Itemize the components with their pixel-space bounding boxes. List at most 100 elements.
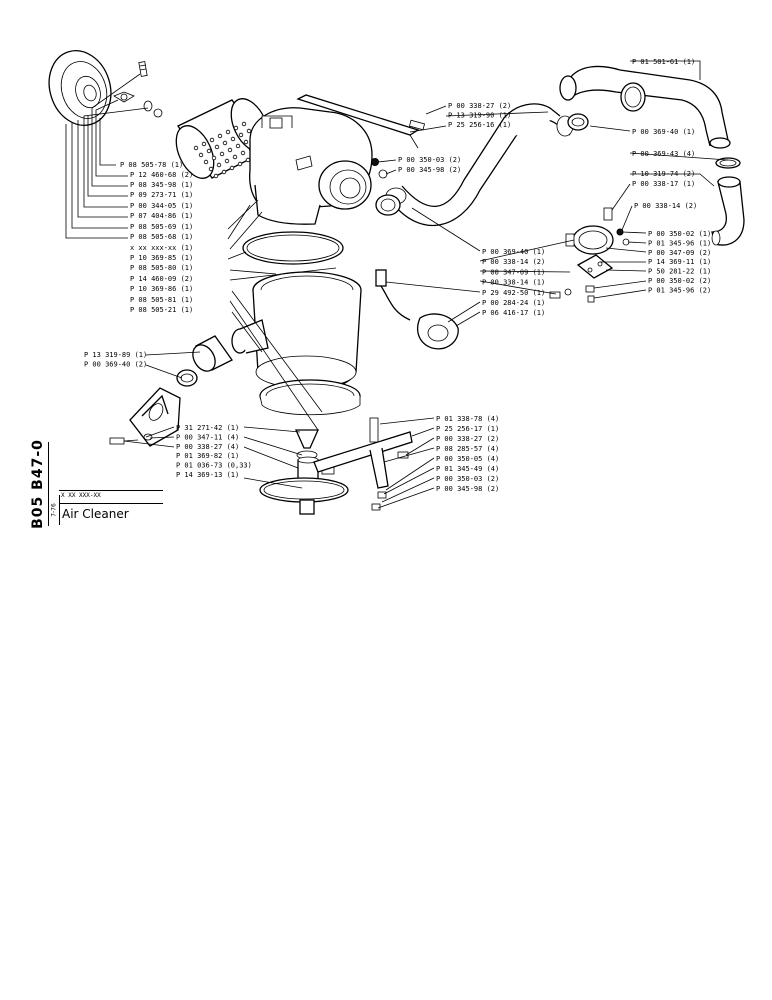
perforation-hole [237, 161, 243, 167]
perforation-hole [221, 169, 227, 175]
callout-label: P 08 505-81 (1) [130, 296, 193, 304]
callout-label: P 00 347-09 (1) [482, 268, 545, 276]
callout-label: P 00 338-14 (2) [482, 258, 545, 266]
callout-label: P 13 319-89 (1) [84, 351, 147, 359]
title-block-rule [59, 503, 163, 504]
leader-line [383, 447, 435, 463]
callout-label: P 00 369-40 (1) [482, 248, 545, 256]
perforation-hole [213, 173, 219, 179]
leader-line [229, 300, 319, 431]
hose-clamp-center [375, 194, 401, 216]
leader-line [447, 301, 481, 323]
callout-label: P 08 345-98 (1) [130, 181, 193, 189]
leader-line [229, 211, 263, 250]
callout-label: P 06 416-17 (1) [482, 309, 545, 317]
wing-nut [113, 91, 135, 103]
callout-label: P 00 344-05 (1) [130, 202, 193, 210]
callout-label: P 10 319-74 (2) [632, 170, 695, 178]
callout-label: P 00 284-24 (1) [482, 299, 545, 307]
callouts-top-center: P 00 338-27 (2)P 13 319-90 (1)P 25 256-1… [448, 102, 511, 129]
screw-small [138, 61, 148, 77]
callout-label: P 00 345-98 (2) [436, 485, 499, 493]
washer-center [371, 158, 388, 179]
sealing-ring [242, 231, 344, 265]
bottom-rings [259, 379, 361, 416]
leader-line [479, 270, 571, 273]
perforation-hole [245, 157, 251, 163]
leader-line [455, 311, 481, 327]
callout-label: P 12 460-68 (2) [130, 171, 193, 179]
callouts-top-right: P 01 501-61 (1)P 00 369-40 (1)P 00 369-4… [632, 58, 695, 158]
leader-line [227, 204, 251, 240]
perforation-hole [225, 129, 231, 135]
leader-line [605, 247, 647, 253]
callout-label: P 25 256-17 (1) [436, 425, 499, 433]
mounting-band [259, 465, 349, 515]
callout-label: P 00 350-05 (4) [436, 455, 499, 463]
leader-line [411, 207, 481, 252]
perforation-hole [219, 151, 225, 157]
perforation-hole [208, 166, 214, 172]
callouts-mid-left: P 13 319-89 (1)P 00 369-40 (2) [84, 351, 147, 369]
perforation-hole [238, 132, 244, 138]
callout-label: P 25 256-16 (1) [448, 121, 511, 129]
leader-line [243, 446, 299, 469]
perforation-hole [227, 147, 233, 153]
leader-line [479, 239, 575, 262]
bracket-lower-right [313, 417, 413, 511]
leader-line [149, 436, 175, 439]
leader-line [65, 124, 128, 239]
leader-line [425, 105, 447, 115]
perforation-hole [233, 125, 239, 131]
perforation-hole [240, 150, 246, 156]
callout-label: P 08 505-78 (1) [120, 161, 183, 169]
hose-clamp-top-right [567, 113, 589, 131]
leader-line [123, 440, 175, 448]
callout-label: P 00 338-14 (2) [634, 202, 697, 210]
callout-label: P 00 347-09 (2) [648, 249, 711, 257]
callout-label: P 07 404-86 (1) [130, 212, 193, 220]
callout-label: P 01 369-82 (1) [176, 452, 239, 460]
leader-line [621, 231, 647, 234]
callouts-center-right: P 00 369-40 (1) P 00 338-14 (2) P 00 347-0… [482, 248, 545, 317]
callout-label: P 31 271-42 (1) [176, 424, 239, 432]
callout-label: P 10 369-85 (1) [130, 254, 193, 262]
leader-line [409, 125, 447, 133]
leader-line [83, 107, 149, 208]
callout-label: P 01 345-96 (1) [648, 239, 711, 247]
callout-label: P 08 285-57 (4) [436, 445, 499, 453]
mounting-bracket-top [296, 94, 426, 149]
callouts-left: P 08 505-78 (1) P 12 460-68 (2) P 08 345-9… [120, 161, 193, 314]
leader-line [227, 199, 259, 230]
callout-label: P 01 036-73 (0,33) [176, 462, 252, 470]
perforation-holes [193, 121, 267, 179]
leader-line [479, 280, 557, 295]
callout-label: P 01 345-96 (2) [648, 286, 711, 294]
callout-label: P 00 345-98 (2) [398, 166, 461, 174]
callout-label: P 00 338-27 (2) [436, 435, 499, 443]
perforation-hole [198, 152, 204, 158]
perforation-hole [217, 133, 223, 139]
leader-line [405, 437, 435, 456]
leader-line [589, 125, 631, 132]
leader-line [99, 118, 116, 166]
washer-nut-small [143, 100, 163, 118]
filter-housing [249, 107, 373, 225]
elbow-pipe-top-right [559, 65, 731, 149]
callout-label: P 00 338-17 (1) [632, 180, 695, 188]
perforation-hole [232, 154, 238, 160]
leader-line [385, 169, 397, 175]
callout-label: P 14 369-11 (1) [648, 258, 711, 266]
sheet-code: B05 B47-0 [28, 439, 49, 529]
callout-label: P 10 369-86 (1) [130, 285, 193, 293]
callout-label: P 01 501-61 (1) [632, 58, 695, 66]
callout-label: P 09 273-71 (1) [130, 191, 193, 199]
perforation-hole [193, 145, 199, 151]
leader-line [243, 426, 301, 433]
leader-line [243, 436, 303, 456]
perforation-hole [214, 144, 220, 150]
perforation-hole [201, 141, 207, 147]
perforation-hole [241, 121, 247, 127]
leader-line [145, 426, 175, 438]
